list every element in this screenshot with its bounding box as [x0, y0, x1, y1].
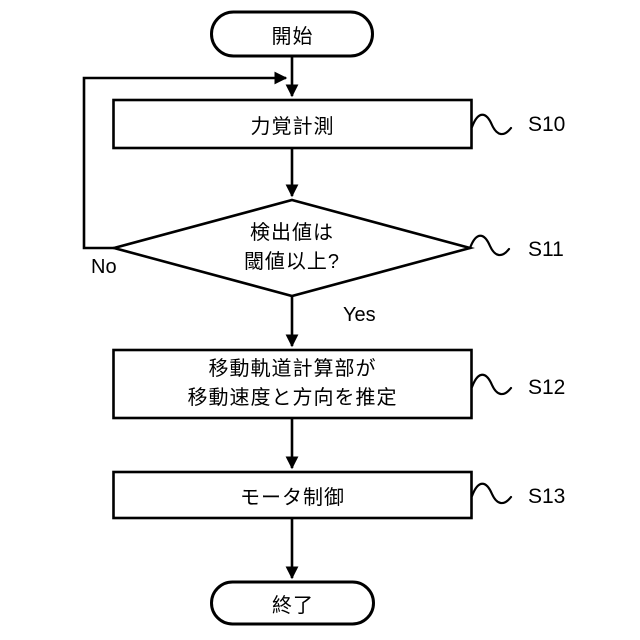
step-tag-s12: S12 [528, 376, 566, 399]
reference-squiggle-s10 [470, 113, 513, 136]
reference-squiggle-s12 [470, 373, 513, 396]
decision-s11-label-line1: 検出値は [250, 222, 334, 244]
reference-squiggle-s11 [468, 234, 511, 257]
process-s13-label: モータ制御 [240, 486, 345, 509]
decision-diamond-s11 [109, 198, 475, 298]
start-terminator-label: 開始 [271, 25, 314, 48]
decision-s11-label-line2: 閾値以上? [243, 251, 341, 273]
end-terminator-shape [210, 580, 375, 626]
yes-branch-label: Yes [343, 304, 376, 326]
no-branch-label: No [91, 256, 117, 278]
process-s12-label: 移動軌道計算部が 移動速度と方向を推定 [113, 352, 472, 416]
process-box-s13 [112, 470, 473, 520]
decision-s11-label: 検出値は 閾値以上? [152, 216, 432, 280]
reference-squiggle-s13 [470, 482, 513, 505]
step-tag-s10: S10 [528, 113, 566, 136]
step-tag-s13: S13 [528, 485, 566, 508]
connector-s11-no-loopback [82, 71, 288, 250]
process-s10-label: 力覚計測 [250, 115, 335, 138]
start-terminator-shape [210, 10, 374, 58]
process-box-s10 [112, 98, 473, 150]
process-box-s12 [112, 348, 473, 420]
step-tag-s11: S11 [528, 238, 564, 261]
end-terminator-label: 終了 [272, 594, 314, 617]
process-s12-label-line1: 移動軌道計算部が [208, 358, 377, 380]
process-s12-label-line2: 移動速度と方向を推定 [187, 387, 398, 409]
